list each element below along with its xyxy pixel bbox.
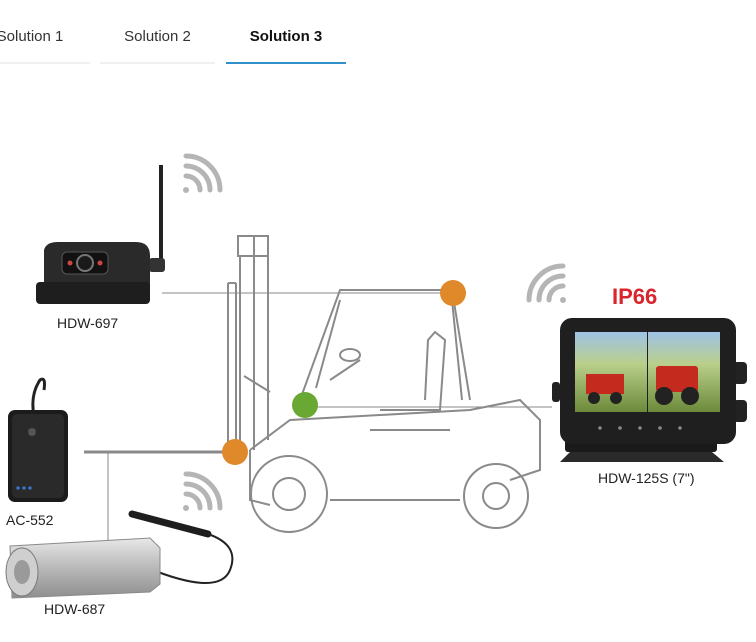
connector-lines: [84, 292, 552, 540]
label-hdw-687: HDW-687: [44, 601, 106, 617]
battery-pack-ac-552-icon: [8, 377, 68, 502]
tab-underline: [0, 62, 90, 64]
ip66-rating: IP66: [612, 284, 658, 309]
wifi-signal-icon: [526, 263, 566, 303]
wifi-signal-icon: [183, 471, 223, 511]
mount-point-roof: [440, 280, 466, 306]
tab-solution-3[interactable]: Solution 3: [226, 0, 346, 64]
tab-label: Solution 3: [249, 28, 323, 45]
repeater-hdw-687-icon: [5, 510, 234, 599]
label-hdw-125s: HDW-125S (7"): [598, 470, 695, 486]
label-ac-552: AC-552: [6, 512, 54, 528]
forklift-illustration: [84, 235, 541, 533]
tab-underline-active: [226, 62, 346, 64]
camera-hdw-697-icon: [36, 165, 165, 304]
tab-solution-2[interactable]: Solution 2: [100, 0, 215, 64]
tab-label: Solution 2: [124, 28, 191, 45]
tab-solution-1[interactable]: Solution 1: [0, 0, 90, 64]
tab-underline: [100, 62, 215, 64]
label-hdw-697: HDW-697: [57, 315, 119, 331]
mount-point-cabin: [292, 392, 318, 418]
tab-label: Solution 1: [0, 28, 64, 45]
solution-tabs: Solution 1 Solution 2 Solution 3: [0, 0, 756, 66]
mount-point-fork: [222, 439, 248, 465]
wifi-signal-icon: [183, 153, 223, 193]
monitor-hdw-125s-icon: [552, 318, 747, 462]
